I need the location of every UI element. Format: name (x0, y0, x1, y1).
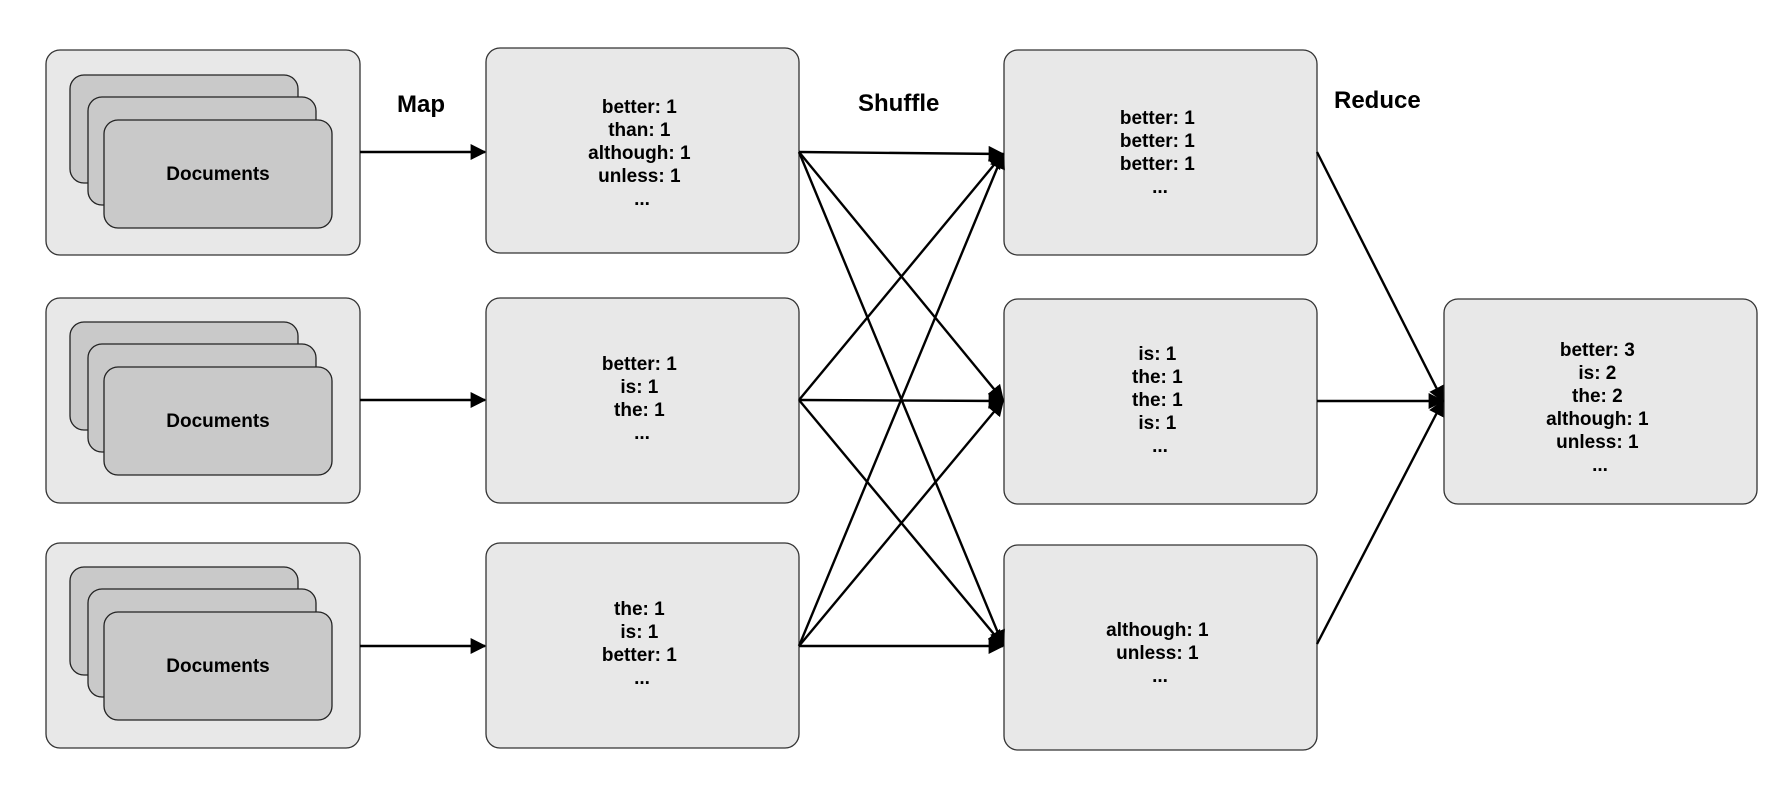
kv-line: although: 1 (1106, 620, 1209, 641)
mapper-output-text: better: 1 than: 1 although: 1 unless: 1 … (588, 97, 696, 210)
stage-label-map: Map (397, 91, 445, 118)
kv-line: ... (1592, 455, 1608, 476)
mapper-box-1: better: 1 than: 1 although: 1 unless: 1 … (485, 47, 800, 254)
shuffle-box-1: better: 1 better: 1 better: 1 ... (1003, 49, 1318, 256)
mapper-output-text: the: 1 is: 1 better: 1 ... (602, 599, 682, 689)
input-group-1: Documents (45, 49, 361, 256)
kv-line: the: 1 (614, 599, 665, 620)
mapper-box-3: the: 1 is: 1 better: 1 ... (485, 542, 800, 749)
kv-line: than: 1 (608, 120, 671, 141)
shuffle-output-text: although: 1 unless: 1 ... (1106, 620, 1214, 687)
documents-label: Documents (166, 164, 269, 185)
shuffle-arrow (798, 152, 1005, 401)
kv-line: although: 1 (588, 143, 691, 164)
reduce-arrow (1315, 399, 1445, 645)
kv-line: unless: 1 (598, 166, 681, 187)
shuffle-output-text: better: 1 better: 1 better: 1 ... (1120, 108, 1200, 198)
kv-line: ... (634, 668, 650, 689)
mapper-output-text: better: 1 is: 1 the: 1 ... (602, 354, 682, 444)
kv-line: ... (1152, 666, 1168, 687)
kv-line: is: 1 (1138, 413, 1176, 434)
shuffle-box-2: is: 1 the: 1 the: 1 is: 1 ... (1003, 298, 1318, 505)
kv-line: unless: 1 (1116, 643, 1199, 664)
kv-line: the: 2 (1572, 386, 1623, 407)
shuffle-arrow (797, 152, 1005, 647)
kv-line: ... (1152, 436, 1168, 457)
kv-line: unless: 1 (1556, 432, 1639, 453)
reduce-arrow (1315, 151, 1445, 403)
mapper-box-2: better: 1 is: 1 the: 1 ... (485, 297, 800, 504)
documents-label: Documents (166, 411, 269, 432)
kv-line: better: 1 (1120, 108, 1195, 129)
kv-line: ... (634, 189, 650, 210)
kv-line: is: 1 (1138, 344, 1176, 365)
kv-line: ... (1152, 177, 1168, 198)
kv-line: better: 3 (1560, 340, 1635, 361)
shuffle-arrow (798, 399, 1005, 647)
document-card-front (103, 119, 333, 229)
kv-line: better: 1 (602, 354, 677, 375)
documents-label: Documents (166, 656, 269, 677)
shuffle-arrows (797, 145, 1005, 654)
shuffle-output-text: is: 1 the: 1 the: 1 is: 1 ... (1132, 344, 1188, 457)
kv-line: better: 1 (602, 97, 677, 118)
shuffle-box-3: although: 1 unless: 1 ... (1003, 544, 1318, 751)
kv-line: is: 2 (1578, 363, 1616, 384)
kv-line: is: 1 (620, 622, 658, 643)
kv-line: better: 1 (1120, 154, 1195, 175)
kv-line: better: 1 (602, 645, 677, 666)
kv-line: the: 1 (614, 400, 665, 421)
input-group-2: Documents (45, 297, 361, 504)
kv-line: is: 1 (620, 377, 658, 398)
result-output-text: better: 3 is: 2 the: 2 although: 1 unles… (1546, 340, 1654, 476)
shuffle-arrow (798, 145, 1005, 162)
shuffle-container (1003, 49, 1318, 256)
input-group-3: Documents (45, 542, 361, 749)
kv-line: ... (634, 423, 650, 444)
reduce-arrows (1315, 151, 1445, 645)
document-card-front (103, 366, 333, 476)
kv-line: although: 1 (1546, 409, 1649, 430)
stage-label-shuffle: Shuffle (858, 90, 939, 117)
stage-label-reduce: Reduce (1334, 87, 1421, 114)
kv-line: better: 1 (1120, 131, 1195, 152)
kv-line: the: 1 (1132, 367, 1183, 388)
result-box: better: 3 is: 2 the: 2 although: 1 unles… (1443, 298, 1758, 505)
kv-line: the: 1 (1132, 390, 1183, 411)
document-card-front (103, 611, 333, 721)
